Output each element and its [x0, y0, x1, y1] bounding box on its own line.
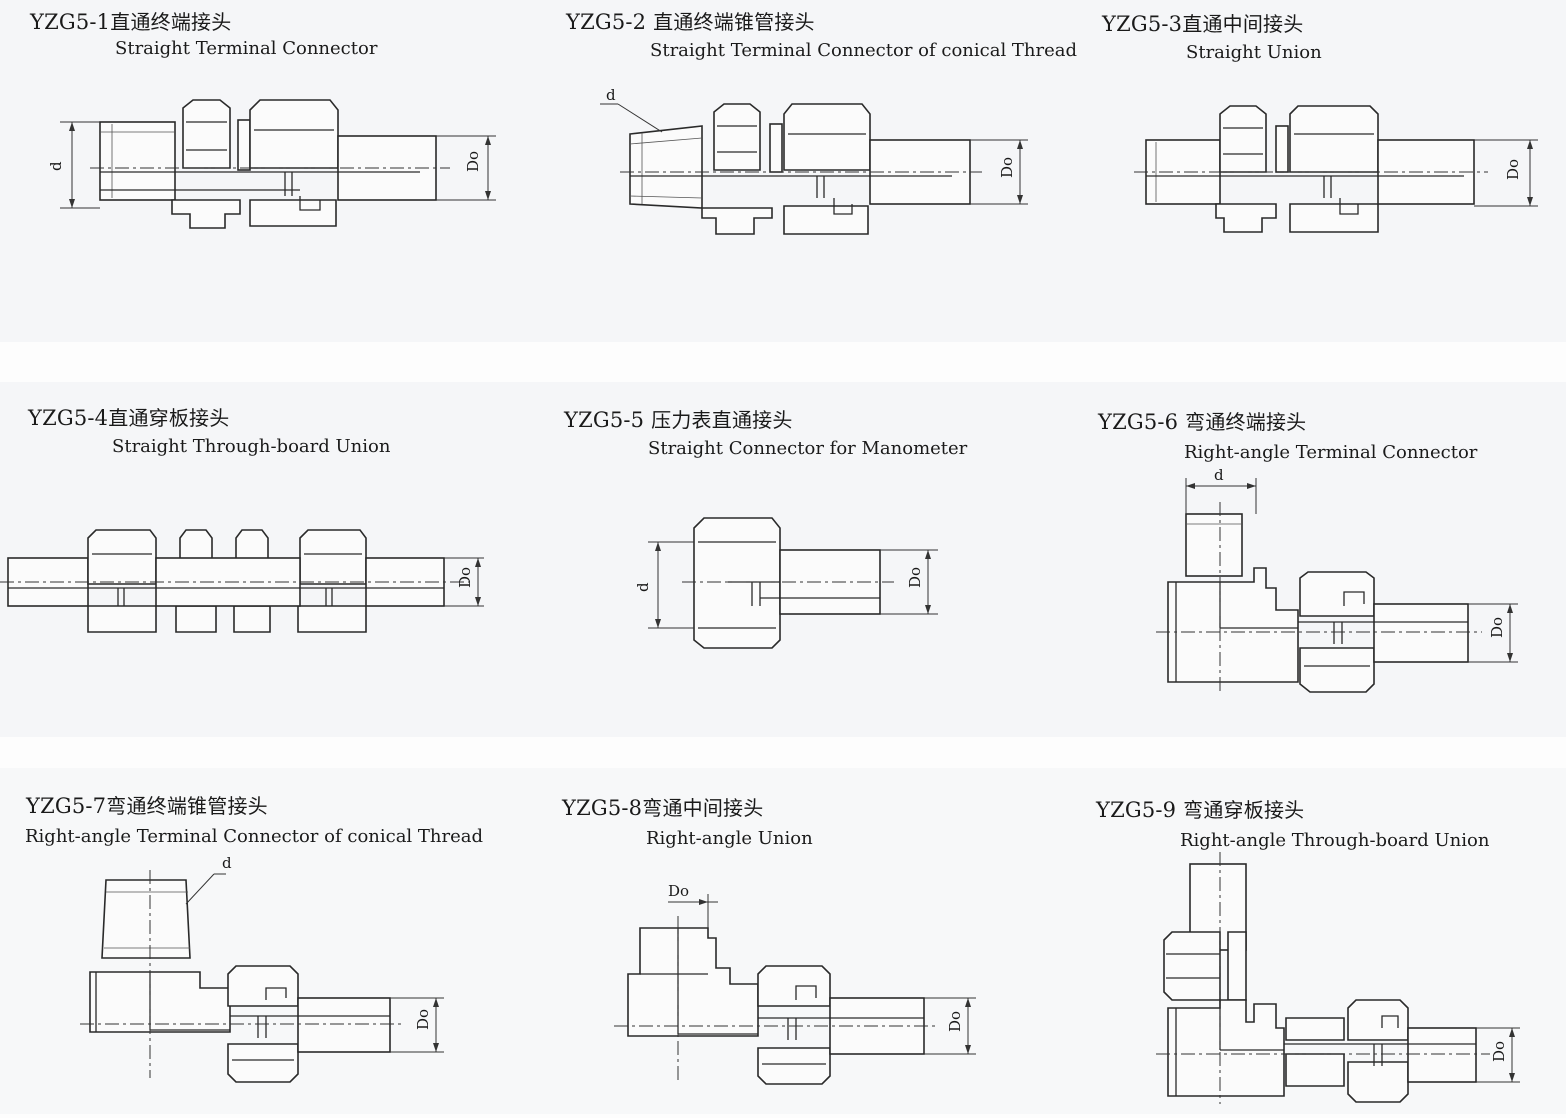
fitting-yzg5-6: YZG5-6 弯通终端接头 Right-angle Terminal Conne… — [1044, 392, 1566, 732]
dim-label-do: Do — [906, 567, 924, 588]
fitting-name-en: Right-angle Terminal Connector — [1184, 442, 1478, 463]
fitting-name-en: Right-angle Through-board Union — [1180, 830, 1490, 851]
straight-union-drawing: Do — [1134, 105, 1538, 233]
right-angle-union-drawing: Do Do — [614, 882, 976, 1085]
right-angle-terminal-connector-conical-drawing: d Do — [80, 854, 444, 1083]
fitting-name-en: Straight Terminal Connector — [115, 38, 378, 59]
dim-label-do: Do — [1490, 1041, 1508, 1062]
dim-label-do-top: Do — [668, 882, 689, 900]
straight-connector-manometer-drawing: d Do — [634, 517, 938, 649]
dim-label-d: d — [47, 161, 65, 171]
dim-label-do: Do — [1504, 159, 1522, 180]
fitting-yzg5-2: YZG5-2 直通终端锥管接头 Straight Terminal Connec… — [522, 0, 1077, 340]
fitting-code: YZG5-7弯通终端锥管接头 — [26, 794, 268, 818]
straight-through-board-union-drawing: Do — [0, 529, 484, 633]
fitting-name-en: Right-angle Union — [646, 828, 813, 849]
fitting-yzg5-1: YZG5-1直通终端接头 Straight Terminal Connector — [0, 0, 522, 340]
fitting-name-en: Straight Terminal Connector of conical T… — [650, 40, 1078, 61]
fitting-code: YZG5-8弯通中间接头 — [562, 796, 764, 820]
dim-label-d: d — [634, 582, 652, 592]
fitting-yzg5-5: YZG5-5 压力表直通接头 Straight Connector for Ma… — [522, 392, 1044, 732]
dim-label-d: d — [606, 86, 616, 104]
dim-label-do: Do — [456, 567, 474, 588]
fitting-code: YZG5-1直通终端接头 — [30, 10, 232, 34]
right-angle-terminal-connector-drawing: d Do — [1156, 466, 1518, 693]
dim-label-d: d — [222, 854, 232, 872]
fitting-code: YZG5-3直通中间接头 — [1102, 12, 1304, 36]
fitting-yzg5-4: YZG5-4直通穿板接头 Straight Through-board Unio… — [0, 392, 522, 732]
right-angle-through-board-union-drawing: Do — [1156, 852, 1520, 1104]
fitting-code: YZG5-4直通穿板接头 — [28, 406, 230, 430]
fitting-code: YZG5-9 弯通穿板接头 — [1096, 798, 1305, 822]
fitting-name-en: Straight Union — [1186, 42, 1322, 63]
dim-label-do: Do — [1488, 617, 1506, 638]
fitting-name-en: Straight Connector for Manometer — [648, 438, 968, 459]
dim-label-d: d — [1214, 466, 1224, 484]
fitting-code: YZG5-6 弯通终端接头 — [1098, 410, 1307, 434]
fitting-yzg5-8: YZG5-8弯通中间接头 Right-angle Union Do Do — [522, 778, 1044, 1118]
fitting-name-en: Right-angle Terminal Connector of conica… — [25, 826, 484, 847]
dim-label-do: Do — [998, 157, 1016, 178]
fitting-yzg5-9: YZG5-9 弯通穿板接头 Right-angle Through-board … — [1044, 778, 1566, 1118]
fitting-yzg5-3: YZG5-3直通中间接头 Straight Union Do — [1044, 0, 1566, 340]
fitting-code: YZG5-5 压力表直通接头 — [564, 408, 793, 432]
fitting-name-en: Straight Through-board Union — [112, 436, 391, 457]
straight-terminal-connector-drawing: d Do — [47, 99, 496, 229]
fitting-yzg5-7: YZG5-7弯通终端锥管接头 Right-angle Terminal Conn… — [0, 778, 522, 1118]
fitting-code: YZG5-2 直通终端锥管接头 — [566, 10, 815, 34]
dim-label-do: Do — [464, 151, 482, 172]
dim-label-do-side: Do — [946, 1011, 964, 1032]
dim-label-do: Do — [414, 1009, 432, 1030]
straight-terminal-connector-conical-drawing: d Do — [600, 86, 1028, 235]
